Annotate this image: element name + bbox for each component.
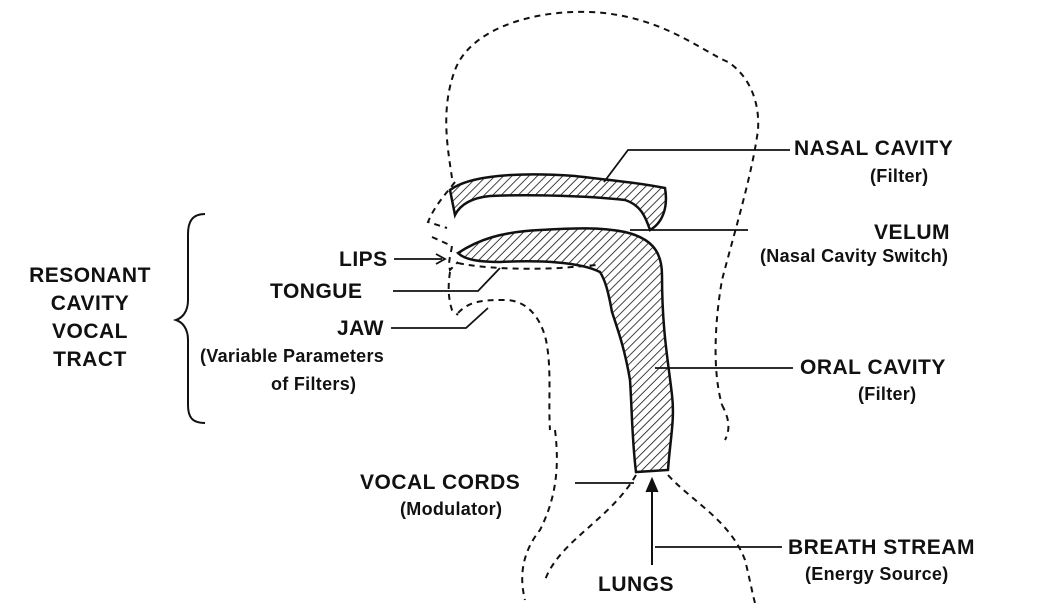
neck-front xyxy=(522,430,557,600)
neck-back xyxy=(722,405,728,440)
breath-stream-sub: (Energy Source) xyxy=(805,565,949,583)
head-outline xyxy=(446,12,758,405)
oral-cavity-shape xyxy=(458,228,673,472)
tongue-leader xyxy=(393,268,500,291)
velum-label: VELUM xyxy=(874,222,950,243)
oral-cavity-sub: (Filter) xyxy=(858,385,916,403)
nasal-cavity-label: NASAL CAVITY xyxy=(794,138,953,159)
jaw-leader xyxy=(391,308,488,328)
vocal-cords-label: VOCAL CORDS xyxy=(360,472,520,493)
resonant-label-1: RESONANT xyxy=(8,265,172,286)
jaw-outline xyxy=(458,300,550,430)
resonant-label-2: CAVITY xyxy=(8,293,172,314)
velum-sub: (Nasal Cavity Switch) xyxy=(760,247,948,265)
lungs-label: LUNGS xyxy=(598,574,674,595)
lungs-arrowhead xyxy=(646,478,658,492)
lips-label: LIPS xyxy=(339,249,388,270)
chest-outline xyxy=(668,475,755,603)
resonant-label-4: TRACT xyxy=(8,349,172,370)
nasal-cavity-shape xyxy=(450,174,666,230)
vocal-cords-sub: (Modulator) xyxy=(400,500,502,518)
resonant-label-3: VOCAL xyxy=(8,321,172,342)
jaw-sub-1: (Variable Parameters xyxy=(200,347,384,365)
chest-outline-left xyxy=(545,475,636,580)
oral-cavity-label: ORAL CAVITY xyxy=(800,357,946,378)
resonant-brace xyxy=(176,214,205,423)
nasal-cavity-sub: (Filter) xyxy=(870,167,928,185)
jaw-sub-2: of Filters) xyxy=(271,375,356,393)
breath-stream-label: BREATH STREAM xyxy=(788,537,975,558)
nasal-cavity-leader xyxy=(604,150,790,182)
tongue-label: TONGUE xyxy=(270,281,362,302)
jaw-label: JAW xyxy=(337,318,384,339)
